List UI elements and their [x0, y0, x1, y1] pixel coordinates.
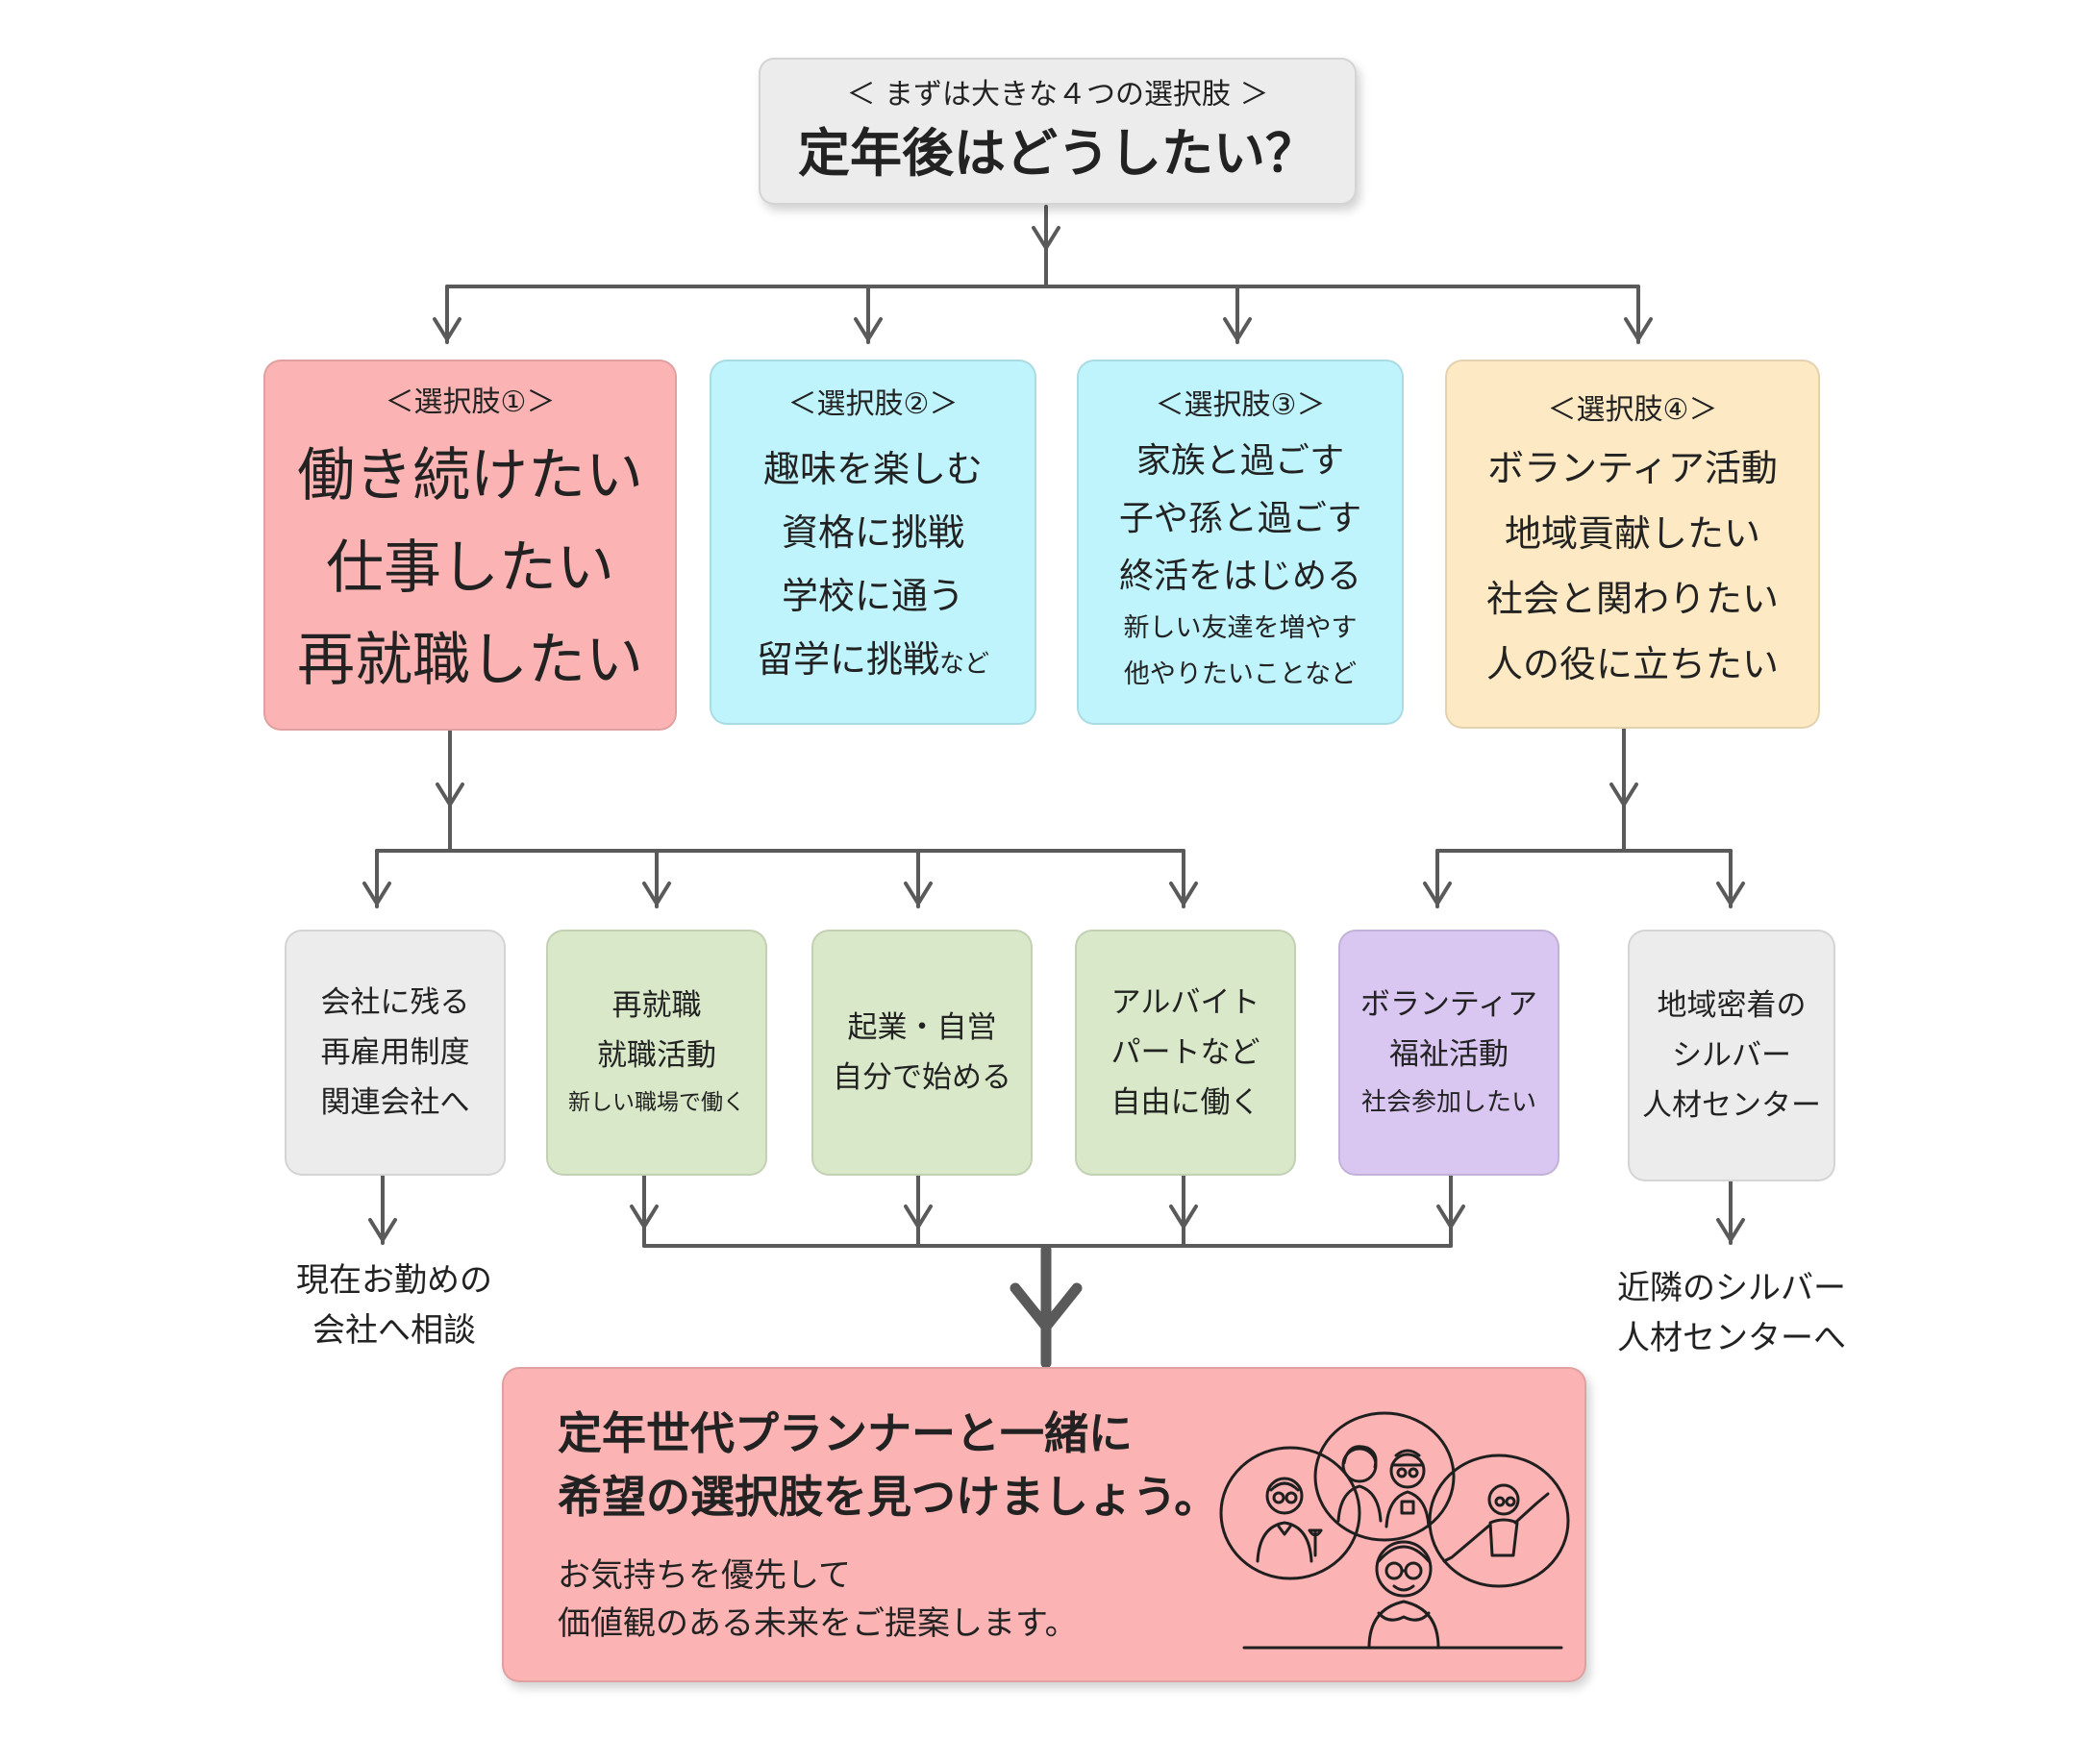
cta-subtext-line: お気持ちを優先して — [558, 1556, 851, 1595]
choice-1-line: 仕事したい — [326, 534, 614, 602]
arrowhead — [1716, 1218, 1745, 1242]
arrowhead — [904, 882, 933, 906]
cta-headline: 定年世代プランナーと一緒に 希望の選択肢を見つけましょう。 — [558, 1402, 1218, 1528]
arrowhead — [854, 317, 883, 341]
planner-cta-box: 定年世代プランナーと一緒に 希望の選択肢を見つけましょう。 お気持ちを優先して … — [502, 1367, 1586, 1682]
arrowhead — [1716, 882, 1745, 906]
sub-option-line: アルバイト — [1110, 985, 1260, 1020]
choice-3-line: 子や孫と過ごす — [1118, 499, 1362, 538]
thought-bubble — [1428, 1453, 1570, 1588]
cta-headline-line: 希望の選択肢を見つけましょう。 — [558, 1471, 1219, 1523]
sub-option-line: シルバー — [1672, 1038, 1791, 1073]
arrowhead — [1609, 783, 1638, 807]
note-right: 近隣のシルバー 人材センターへ — [1602, 1263, 1861, 1363]
note-left: 現在お勤めの 会社へ相談 — [279, 1255, 510, 1355]
arrowhead — [904, 1205, 933, 1229]
sub-option-startup: 起業・自営 自分で始める — [811, 930, 1033, 1176]
arrowhead — [1032, 226, 1060, 250]
choice-4-line: ボランティア活動 — [1487, 447, 1778, 489]
choice-2-line: 学校に通う — [781, 575, 964, 617]
sub-option-line: パートなど — [1110, 1035, 1260, 1070]
sub-option-line: 会社に残る — [320, 985, 470, 1020]
arrowhead — [642, 882, 671, 906]
arrowhead — [368, 1218, 397, 1242]
choice-4-line: 社会と関わりたい — [1485, 578, 1779, 620]
arrowhead — [1169, 882, 1198, 906]
choice-4-line: 地域貢献したい — [1504, 512, 1760, 555]
choice-2-line: 留学に挑戦 — [756, 638, 939, 681]
choice-3-line: 家族と過ごす — [1135, 441, 1345, 481]
choice-4-label: ＜選択肢④＞ — [1547, 393, 1718, 427]
choice-3-small-line: 他やりたいことなど — [1123, 659, 1358, 689]
sub-option-line: 福祉活動 — [1389, 1037, 1509, 1072]
sub-option-line: 自由に働く — [1110, 1085, 1260, 1120]
choice-1-box: ＜選択肢①＞ 働き続けたい 仕事したい 再就職したい — [263, 360, 677, 731]
choice-2-line: 資格に挑戦 — [781, 511, 964, 554]
choice-2-line: 趣味を楽しむ — [762, 448, 983, 490]
note-left-line: 現在お勤めの — [296, 1261, 492, 1300]
choice-4-line: 人の役に立ちたい — [1485, 643, 1779, 685]
cta-headline-line: 定年世代プランナーと一緒に — [558, 1407, 1133, 1459]
sub-option-line: 就職活動 — [597, 1038, 716, 1073]
sub-option-line: 再雇用制度 — [320, 1035, 470, 1070]
sub-option-line: 関連会社へ — [320, 1085, 470, 1120]
note-right-line: 近隣のシルバー — [1617, 1269, 1846, 1307]
sub-option-small: 新しい職場で働く — [568, 1090, 745, 1115]
arrowhead-large — [1010, 1282, 1083, 1332]
choice-3-label: ＜選択肢③＞ — [1155, 388, 1326, 422]
note-right-line: 人材センターへ — [1617, 1319, 1846, 1357]
arrowhead — [630, 1205, 659, 1229]
sub-option-line: 地域密着の — [1657, 988, 1807, 1023]
thought-bubble — [1313, 1411, 1456, 1542]
question-box: ＜ まずは大きな４つの選択肢 ＞ 定年後はどうしたい？ — [759, 58, 1357, 205]
arrowhead — [433, 317, 461, 341]
choice-2-last-row: 留学に挑戦など — [757, 628, 989, 699]
arrowhead — [1624, 317, 1653, 341]
cta-subtext: お気持ちを優先して 価値観のある未来をご提案します。 — [558, 1552, 1078, 1648]
seniors-illustration — [1219, 1411, 1570, 1650]
sub-option-line: 起業・自営 — [847, 1010, 997, 1045]
sub-option-line: 人材センター — [1642, 1088, 1821, 1123]
sub-option-silver-center: 地域密着の シルバー 人材センター — [1628, 930, 1835, 1181]
sub-option-parttime: アルバイト パートなど 自由に働く — [1075, 930, 1296, 1176]
choice-2-label: ＜選択肢②＞ — [787, 387, 959, 421]
sub-option-volunteer: ボランティア 福祉活動 社会参加したい — [1338, 930, 1559, 1176]
choice-3-box: ＜選択肢③＞ 家族と過ごす 子や孫と過ごす 終活をはじめる 新しい友達を増やす … — [1077, 360, 1404, 725]
arrowhead — [362, 882, 391, 906]
question-title: 定年後はどうしたい？ — [798, 122, 1317, 184]
choice-4-box: ＜選択肢④＞ ボランティア活動 地域貢献したい 社会と関わりたい 人の役に立ちた… — [1445, 360, 1820, 729]
choice-1-line: 再就職したい — [297, 627, 643, 694]
choice-2-box: ＜選択肢②＞ 趣味を楽しむ 資格に挑戦 学校に通う 留学に挑戦など — [710, 360, 1036, 725]
arrowhead — [1436, 1205, 1465, 1229]
cta-subtext-line: 価値観のある未来をご提案します。 — [558, 1604, 1078, 1643]
note-left-line: 会社へ相談 — [312, 1311, 476, 1350]
choice-2-suffix: など — [939, 650, 990, 679]
choice-3-small-line: 新しい友達を増やす — [1123, 613, 1358, 643]
sub-option-line: 再就職 — [611, 988, 702, 1023]
arrowhead — [1223, 317, 1252, 341]
arrowhead — [1169, 1205, 1198, 1229]
sub-option-line: 自分で始める — [833, 1060, 1011, 1095]
sub-option-small: 社会参加したい — [1360, 1088, 1536, 1117]
arrowhead — [1423, 882, 1452, 906]
choice-1-line: 働き続けたい — [297, 442, 643, 509]
sub-option-line: ボランティア — [1359, 987, 1538, 1022]
sub-option-company: 会社に残る 再雇用制度 関連会社へ — [285, 930, 506, 1176]
thought-bubble — [1219, 1446, 1361, 1580]
choice-3-line: 終活をはじめる — [1118, 557, 1361, 596]
choice-1-label: ＜選択肢①＞ — [385, 385, 556, 419]
question-subtitle: ＜ まずは大きな４つの選択肢 ＞ — [846, 77, 1269, 112]
sub-option-reemployment: 再就職 就職活動 新しい職場で働く — [546, 930, 767, 1176]
arrowhead — [436, 783, 464, 807]
